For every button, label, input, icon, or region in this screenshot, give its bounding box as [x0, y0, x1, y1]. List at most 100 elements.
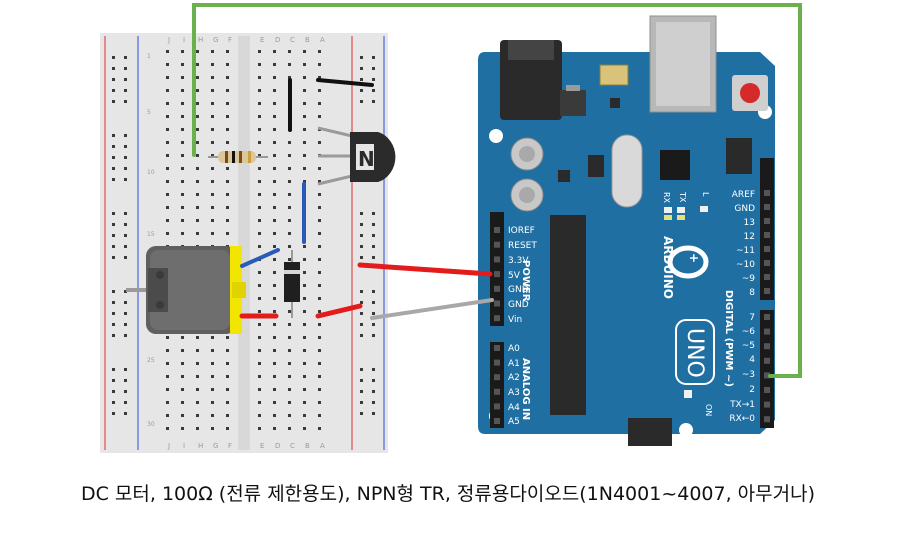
arduino-logo: + ARDUINO	[661, 236, 709, 299]
breadboard-hole	[211, 115, 214, 118]
header-pin	[764, 372, 770, 379]
col-letter: J	[167, 36, 170, 44]
breadboard-hole	[273, 245, 276, 248]
breadboard-hole	[211, 89, 214, 92]
breadboard-hole	[181, 362, 184, 365]
header-pin	[764, 288, 770, 294]
power-wire	[315, 303, 363, 319]
breadboard-hole	[288, 362, 291, 365]
breadboard-hole	[273, 258, 276, 261]
header-pin	[764, 387, 770, 393]
status-leds: RX TX L ON	[662, 191, 713, 416]
breadboard-hole	[288, 427, 291, 430]
breadboard-hole	[196, 193, 199, 196]
breadboard-hole	[124, 256, 127, 259]
breadboard-hole	[372, 256, 375, 259]
breadboard-hole	[196, 206, 199, 209]
breadboard-hole	[181, 388, 184, 391]
breadboard-hole	[226, 89, 229, 92]
breadboard-hole	[273, 63, 276, 66]
breadboard-hole	[124, 312, 127, 315]
breadboard-hole	[303, 349, 306, 352]
breadboard-hole	[112, 234, 115, 237]
breadboard-hole	[318, 115, 321, 118]
breadboard-hole	[288, 258, 291, 261]
pin-label: TX→1	[729, 400, 755, 410]
breadboard-hole	[181, 154, 184, 157]
breadboard-hole	[258, 427, 261, 430]
breadboard-hole	[181, 63, 184, 66]
breadboard-hole	[273, 128, 276, 131]
breadboard-hole	[372, 368, 375, 371]
breadboard-hole	[211, 141, 214, 144]
breadboard-hole	[273, 115, 276, 118]
header-pin	[764, 232, 770, 238]
pin-label: ~6	[742, 327, 756, 337]
breadboard-hole	[273, 388, 276, 391]
breadboard-hole	[211, 427, 214, 430]
breadboard-hole	[273, 401, 276, 404]
breadboard-hole	[226, 232, 229, 235]
breadboard-hole	[166, 76, 169, 79]
breadboard-hole	[318, 63, 321, 66]
breadboard-hole	[303, 76, 306, 79]
breadboard-hole	[372, 212, 375, 215]
breadboard-hole	[303, 297, 306, 300]
breadboard-hole	[196, 219, 199, 222]
pin-label: 13	[744, 218, 755, 228]
header-pin	[764, 204, 770, 210]
breadboard-hole	[258, 50, 261, 53]
breadboard-hole	[318, 167, 321, 170]
breadboard-hole	[211, 219, 214, 222]
breadboard-hole	[166, 154, 169, 157]
breadboard-hole	[211, 154, 214, 157]
power-wire	[357, 262, 493, 277]
breadboard-hole	[226, 193, 229, 196]
breadboard-hole	[112, 56, 115, 59]
header-pin	[494, 271, 500, 278]
breadboard-hole	[372, 334, 375, 337]
header-pin	[494, 285, 500, 292]
breadboard-hole	[124, 67, 127, 70]
breadboard-hole	[288, 310, 291, 313]
breadboard-hole	[258, 245, 261, 248]
pin-label: A0	[508, 344, 520, 354]
breadboard-hole	[166, 193, 169, 196]
breadboard-hole	[226, 362, 229, 365]
breadboard-hole	[303, 375, 306, 378]
row-number: 15	[147, 231, 155, 238]
npn-transistor-icon: N	[317, 126, 396, 186]
breadboard-hole	[303, 128, 306, 131]
breadboard-hole	[273, 76, 276, 79]
breadboard-hole	[273, 193, 276, 196]
col-letter: G	[213, 36, 218, 44]
breadboard-hole	[112, 212, 115, 215]
breadboard-hole	[273, 219, 276, 222]
breadboard-hole	[112, 323, 115, 326]
breadboard-hole	[318, 401, 321, 404]
header-pin	[764, 401, 770, 408]
breadboard-hole	[211, 362, 214, 365]
breadboard-hole	[258, 297, 261, 300]
header-pin	[494, 388, 500, 395]
breadboard-hole	[112, 379, 115, 382]
header-pin	[494, 403, 500, 410]
pin-label: ~9	[742, 274, 756, 284]
breadboard-hole	[258, 310, 261, 313]
breadboard-hole	[273, 375, 276, 378]
breadboard-hole	[112, 134, 115, 137]
breadboard-hole	[360, 379, 363, 382]
header-pin	[764, 218, 770, 224]
breadboard-hole	[273, 414, 276, 417]
analog-section-label: ANALOG IN	[520, 358, 531, 420]
breadboard-hole	[288, 206, 291, 209]
wires	[192, 3, 802, 378]
svg-text:N: N	[358, 147, 375, 171]
breadboard-hole	[196, 401, 199, 404]
breadboard-hole	[211, 63, 214, 66]
col-letter: G	[213, 442, 218, 450]
col-letter: I	[183, 36, 185, 44]
breadboard-hole	[372, 56, 375, 59]
pin-label: A2	[508, 373, 520, 383]
breadboard-hole	[372, 78, 375, 81]
